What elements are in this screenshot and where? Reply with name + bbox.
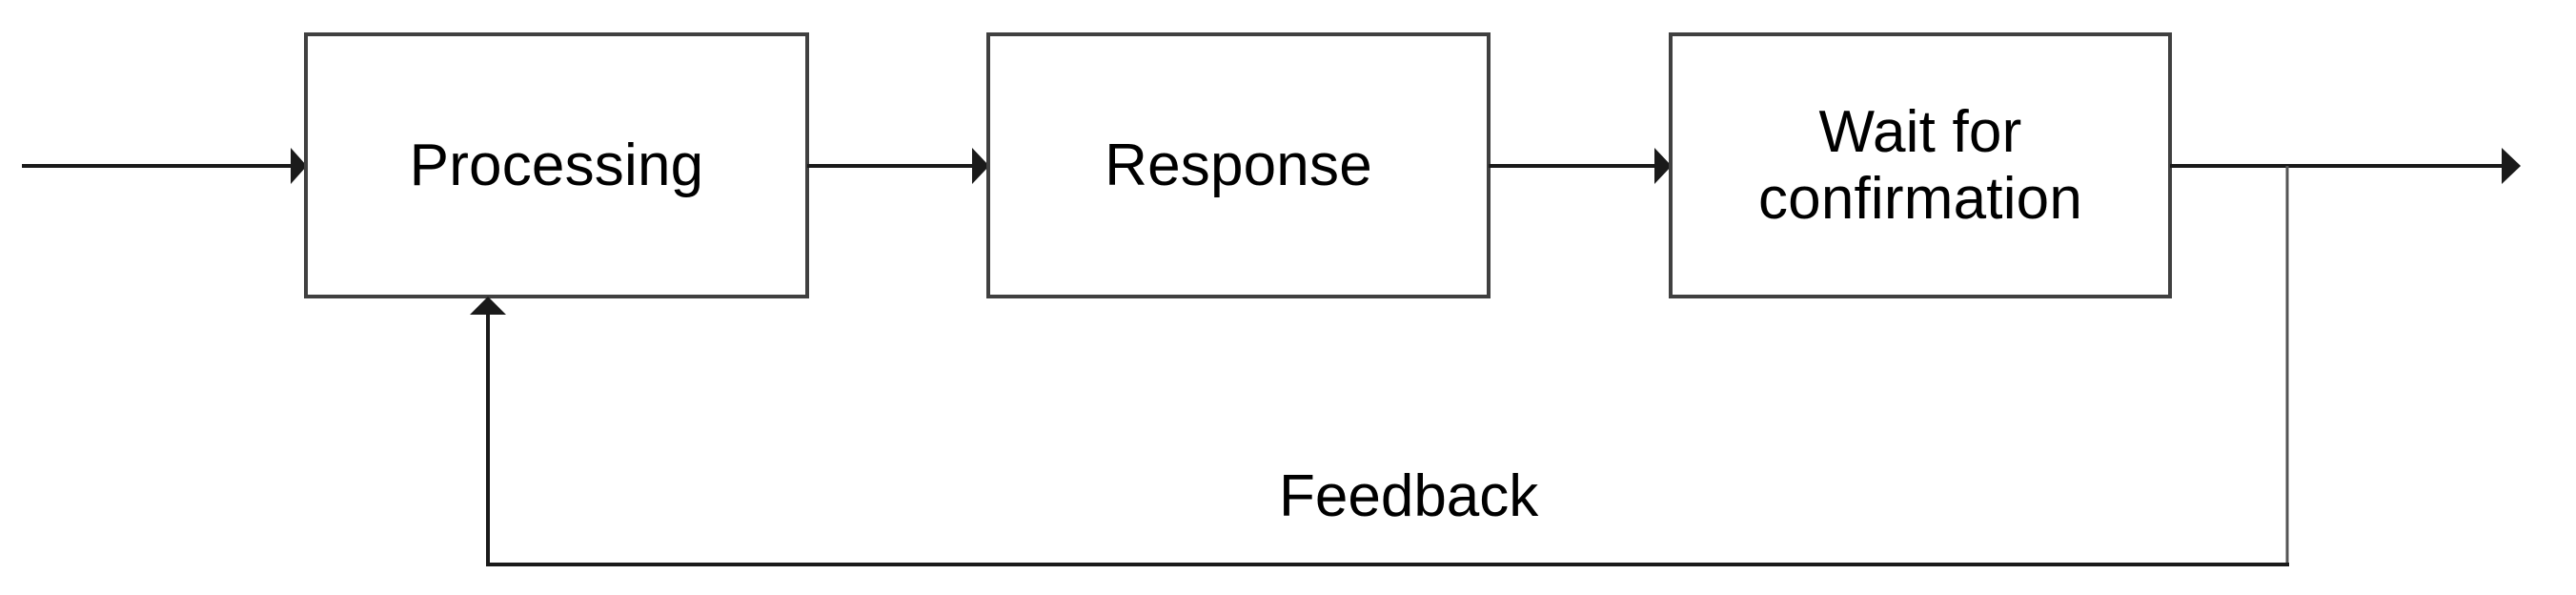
edge-feedback-loop bbox=[470, 166, 2289, 566]
arrowhead-icon bbox=[291, 148, 307, 184]
node-processing[interactable] bbox=[304, 32, 809, 298]
edge-response-to-wait bbox=[1489, 148, 1672, 184]
node-wait-for-confirmation[interactable] bbox=[1669, 32, 2172, 298]
arrowhead-icon bbox=[2502, 148, 2521, 184]
arrowhead-icon bbox=[1654, 148, 1672, 184]
edge-label-feedback: Feedback bbox=[1279, 463, 1539, 529]
edge-wait-to-output bbox=[2170, 148, 2521, 184]
arrowhead-icon bbox=[470, 297, 506, 315]
edge-input-to-processing bbox=[22, 148, 307, 184]
edge-processing-to-response bbox=[807, 148, 989, 184]
arrowhead-icon bbox=[972, 148, 989, 184]
node-response[interactable] bbox=[986, 32, 1491, 298]
